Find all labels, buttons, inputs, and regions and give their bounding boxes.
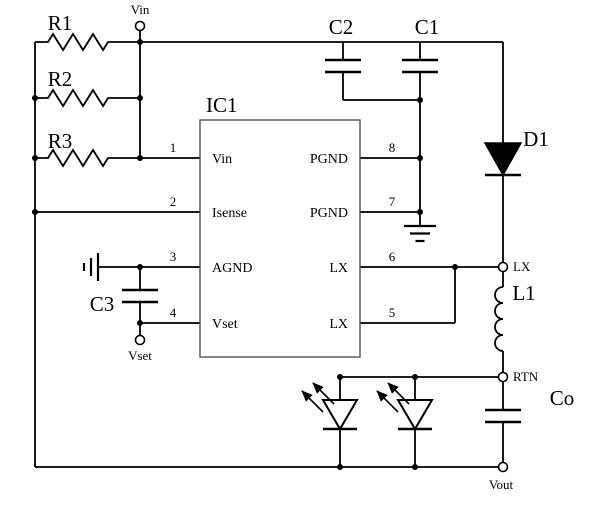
labels: R1 R2 R3 IC1 C2 C1 D1 L1 Co C3 1 2 3 4 8… [48, 2, 575, 492]
led2-triangle [396, 399, 434, 431]
pin-lx5-name: LX [329, 317, 348, 332]
resistor-r2 [35, 88, 140, 108]
ic1-label: IC1 [206, 93, 238, 117]
pin-isense-name: Isense [212, 206, 247, 221]
terminal-vout-label: Vout [489, 477, 514, 492]
capacitor-c2-label: C2 [329, 15, 354, 39]
pin-vin-name: Vin [212, 152, 232, 167]
pin-7-number: 7 [389, 194, 396, 209]
resistor-r3-label: R3 [48, 129, 73, 153]
capacitor-c1 [402, 58, 438, 74]
capacitor-co [485, 408, 521, 424]
capacitor-c3-label: C3 [90, 292, 115, 316]
capacitors [122, 58, 521, 424]
pin-8-number: 8 [389, 140, 396, 155]
pin-lx6-name: LX [329, 261, 348, 276]
pin-1-number: 1 [170, 140, 177, 155]
ground-agnd-icon [82, 253, 100, 281]
wires [34, 30, 504, 468]
diode-d1-label: D1 [523, 127, 549, 151]
pin-3-number: 3 [170, 249, 177, 264]
led1-triangle [321, 399, 359, 431]
terminal-rtn-label: RTN [513, 369, 539, 384]
led2-emission-arrows [376, 382, 410, 413]
pin-5-number: 5 [389, 305, 396, 320]
capacitor-c1-label: C1 [415, 15, 440, 39]
resistor-r1-label: R1 [48, 11, 73, 35]
capacitor-c2 [325, 58, 361, 74]
pin-6-number: 6 [389, 249, 396, 264]
led1-emission-arrows [301, 382, 335, 413]
inductor-l1-label: L1 [512, 281, 535, 305]
junction-dots [32, 39, 458, 470]
pin-4-number: 4 [170, 305, 177, 320]
pin-pgnd7-name: PGND [310, 206, 348, 221]
capacitor-co-label: Co [550, 386, 575, 410]
led-2 [376, 382, 434, 431]
terminal-vset [134, 334, 146, 346]
diode-d1-anode-triangle [483, 142, 523, 177]
resistor-r1 [35, 32, 140, 52]
terminals [134, 20, 509, 473]
terminal-vset-label: Vset [128, 348, 152, 363]
terminal-vout [497, 461, 509, 473]
terminal-lx [497, 261, 509, 273]
resistor-r3 [35, 148, 140, 168]
pin-vset-name: Vset [212, 317, 238, 332]
resistor-r2-label: R2 [48, 67, 73, 91]
ground-pgnd-icon [404, 224, 436, 243]
diode-d1 [483, 142, 523, 177]
terminal-lx-label: LX [513, 259, 531, 274]
terminal-vin [134, 20, 146, 32]
terminal-vin-label: Vin [131, 2, 150, 17]
resistors [35, 32, 140, 168]
pin-2-number: 2 [170, 194, 177, 209]
pin-agnd-name: AGND [212, 261, 252, 276]
pin-pgnd8-name: PGND [310, 152, 348, 167]
terminal-rtn [497, 371, 509, 383]
capacitor-c3 [122, 288, 158, 304]
inductor-l1 [494, 286, 504, 352]
led-1 [301, 382, 359, 431]
ic1-body [199, 119, 361, 358]
